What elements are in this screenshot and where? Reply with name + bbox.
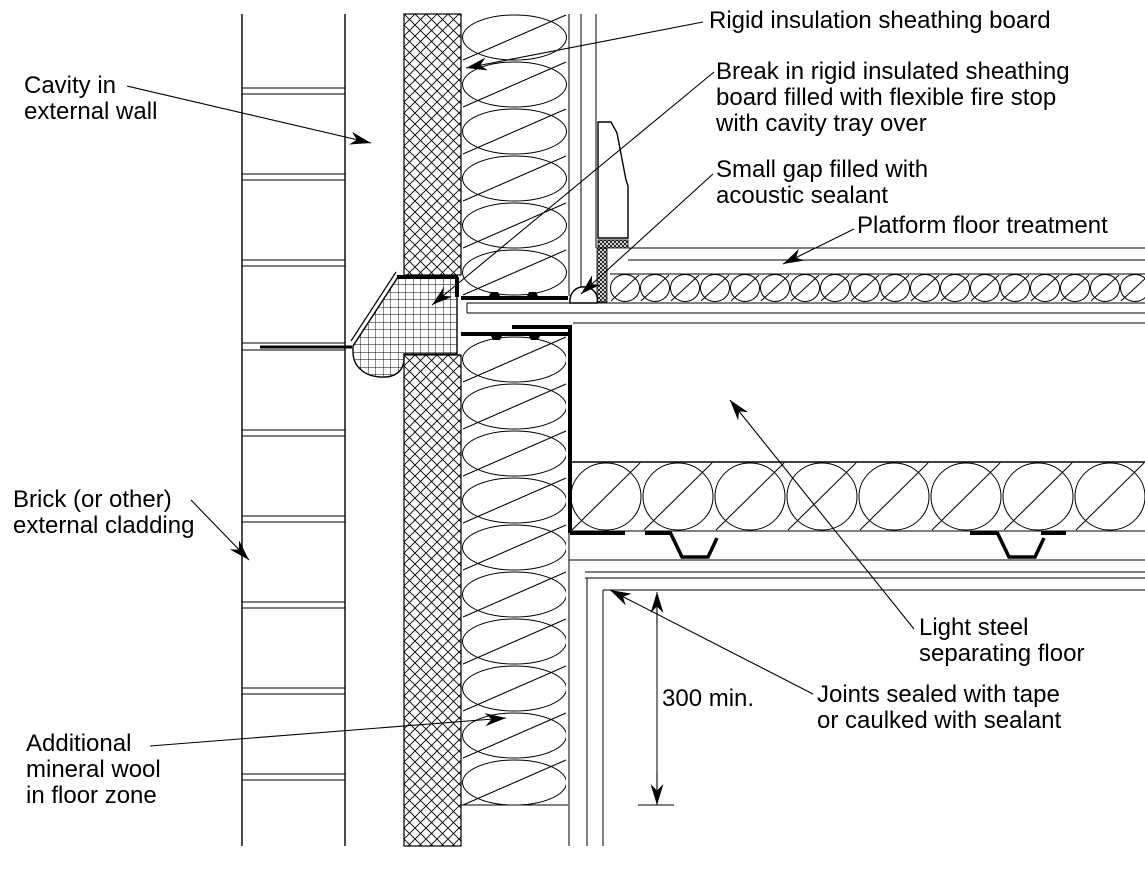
cavity-tray-lap xyxy=(350,271,397,342)
dimension-300 xyxy=(638,592,674,806)
fire-stop-block xyxy=(350,271,459,378)
skirting-board xyxy=(597,121,629,239)
label-cavity: Cavity in external wall xyxy=(24,72,158,125)
rigid-insulation-board xyxy=(403,13,462,847)
leader-joints-sealed-arrowhead xyxy=(610,590,632,606)
leader-additional-wool-arrowhead xyxy=(484,713,506,727)
leader-brick-arrowhead xyxy=(229,540,249,560)
leader-rigid-board-arrowhead xyxy=(466,57,488,71)
fixing-crimps-bottom xyxy=(490,334,541,340)
label-joints-sealed: Joints sealed with tape or caulked with … xyxy=(817,681,1062,734)
dim-arrow-down-arrowhead xyxy=(650,784,664,805)
ceiling xyxy=(569,531,1145,591)
label-small-gap: Small gap filled with acoustic sealant xyxy=(716,156,929,209)
leader-platform-floor-arrowhead xyxy=(783,248,805,264)
fixing-crimps-top xyxy=(488,292,539,298)
floor-mineral-wool xyxy=(570,461,1145,532)
resilient-bar xyxy=(668,531,719,559)
leader-additional-wool xyxy=(149,717,507,747)
label-rigid-insulation-board: Rigid insulation sheathing board xyxy=(709,7,1051,34)
leader-break-board xyxy=(431,71,715,306)
leader-joints-sealed xyxy=(609,589,814,695)
ceiling-boards xyxy=(569,559,1145,591)
label-additional-mineral-wool: Additional mineral wool in floor zone xyxy=(26,730,161,809)
resilient-layer xyxy=(610,274,1145,302)
brick-cladding xyxy=(241,14,352,846)
leader-small-gap-arrowhead xyxy=(581,275,601,294)
wall-lining xyxy=(568,14,629,846)
sealant-blob xyxy=(569,286,599,304)
label-dimension-300-min: 300 min. xyxy=(662,685,755,712)
dim-arrow-up-arrowhead xyxy=(650,592,664,613)
label-platform-floor: Platform floor treatment xyxy=(857,212,1108,239)
label-break-in-board: Break in rigid insulated sheathing board… xyxy=(716,58,1070,137)
leader-light-steel-arrowhead xyxy=(730,400,749,421)
resilient-bar xyxy=(995,531,1046,559)
platform-floor xyxy=(610,247,1145,302)
leader-cavity-arrowhead xyxy=(349,131,371,145)
wall-mineral-wool xyxy=(461,14,568,806)
label-brick-cladding: Brick (or other) external cladding xyxy=(13,486,195,539)
leader-light-steel xyxy=(729,399,915,630)
leader-rigid-board xyxy=(465,21,704,69)
leader-lines xyxy=(126,21,915,805)
leader-cavity xyxy=(126,85,372,144)
leader-break-board-arrowhead xyxy=(432,286,453,305)
label-light-steel-floor: Light steel separating floor xyxy=(919,614,1085,667)
floor-deck xyxy=(466,302,1145,324)
leader-small-gap xyxy=(580,173,714,295)
